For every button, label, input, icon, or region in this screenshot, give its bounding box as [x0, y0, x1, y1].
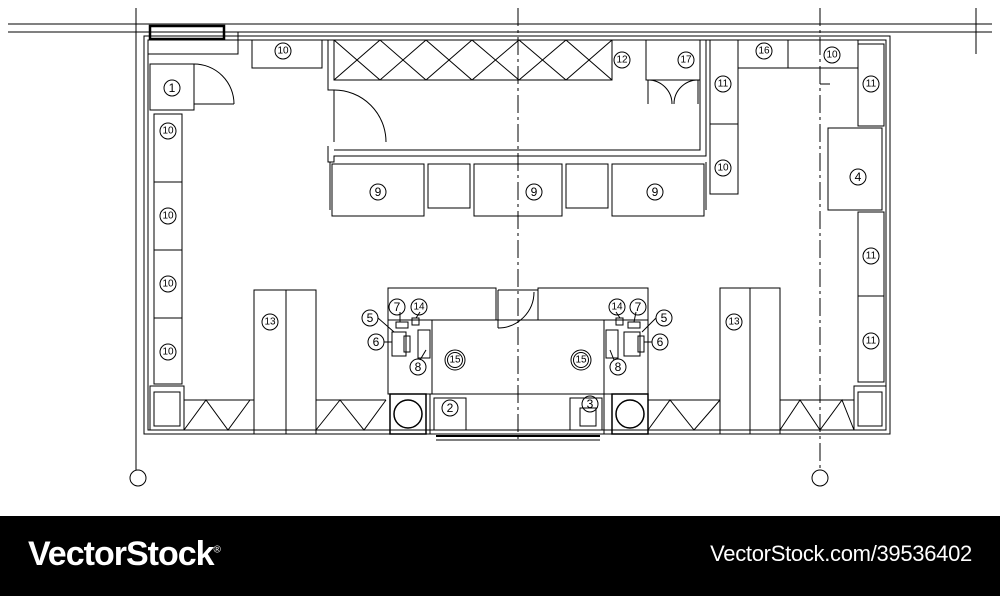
registered-mark: ® [213, 544, 221, 556]
label-right-15: 15 [575, 355, 587, 366]
label-item-16: 16 [758, 46, 770, 57]
label-right-7: 7 [635, 300, 642, 314]
right-shelving [709, 39, 887, 431]
label-shelf-10: 10 [162, 279, 174, 290]
label-rack-13: 13 [728, 317, 740, 328]
label-left-7: 7 [394, 300, 401, 314]
service-counter [387, 287, 649, 441]
label-item-17: 17 [680, 55, 692, 66]
racks [253, 287, 781, 435]
label-left-8: 8 [415, 360, 422, 374]
left-shelving [149, 63, 254, 431]
label-shelf-11: 11 [866, 336, 877, 347]
brand-name: VectorStock [28, 534, 215, 573]
label-shelf-10: 10 [826, 50, 838, 61]
label-right-5: 5 [661, 311, 668, 325]
label-left-6: 6 [373, 335, 380, 349]
watermark-footer: VectorStock® VectorStock.com/39536402 [0, 516, 1000, 596]
floor-plan-drawing: 1 2 3 4 5 6 7 8 14 15 5 6 7 8 14 15 9 9 … [8, 8, 992, 487]
label-display-table: 9 [652, 185, 659, 199]
label-counter-12: 12 [616, 55, 628, 66]
label-left-14: 14 [413, 302, 425, 313]
label-rack-13: 13 [264, 317, 276, 328]
label-display-table: 9 [375, 185, 382, 199]
label-right-8: 8 [615, 360, 622, 374]
label-shelf-10: 10 [277, 46, 289, 57]
brand-logo: VectorStock® [28, 534, 221, 574]
back-room [251, 39, 707, 163]
label-cashier-left: 2 [447, 401, 454, 415]
image-id-text: VectorStock.com/39536402 [710, 541, 972, 566]
label-left-15: 15 [449, 355, 461, 366]
callout-leaders [377, 311, 657, 361]
label-shelf-10: 10 [162, 347, 174, 358]
label-shelf-11: 11 [866, 251, 877, 262]
display-tables [329, 162, 707, 217]
label-circles [159, 42, 880, 417]
label-shelf-10: 10 [162, 126, 174, 137]
label-shelf-11: 11 [866, 79, 877, 90]
label-right-6: 6 [657, 335, 664, 349]
label-shelf-10: 10 [717, 163, 729, 174]
label-shelf-10: 10 [162, 211, 174, 222]
label-left-5: 5 [367, 311, 374, 325]
label-right-14: 14 [611, 302, 623, 313]
outer-walls [143, 24, 891, 435]
label-cashier-right: 3 [587, 397, 594, 411]
label-shelf-11: 11 [718, 79, 729, 90]
label-reception: 1 [169, 81, 176, 95]
label-side-cabinet: 4 [855, 170, 862, 184]
label-display-table: 9 [531, 185, 538, 199]
